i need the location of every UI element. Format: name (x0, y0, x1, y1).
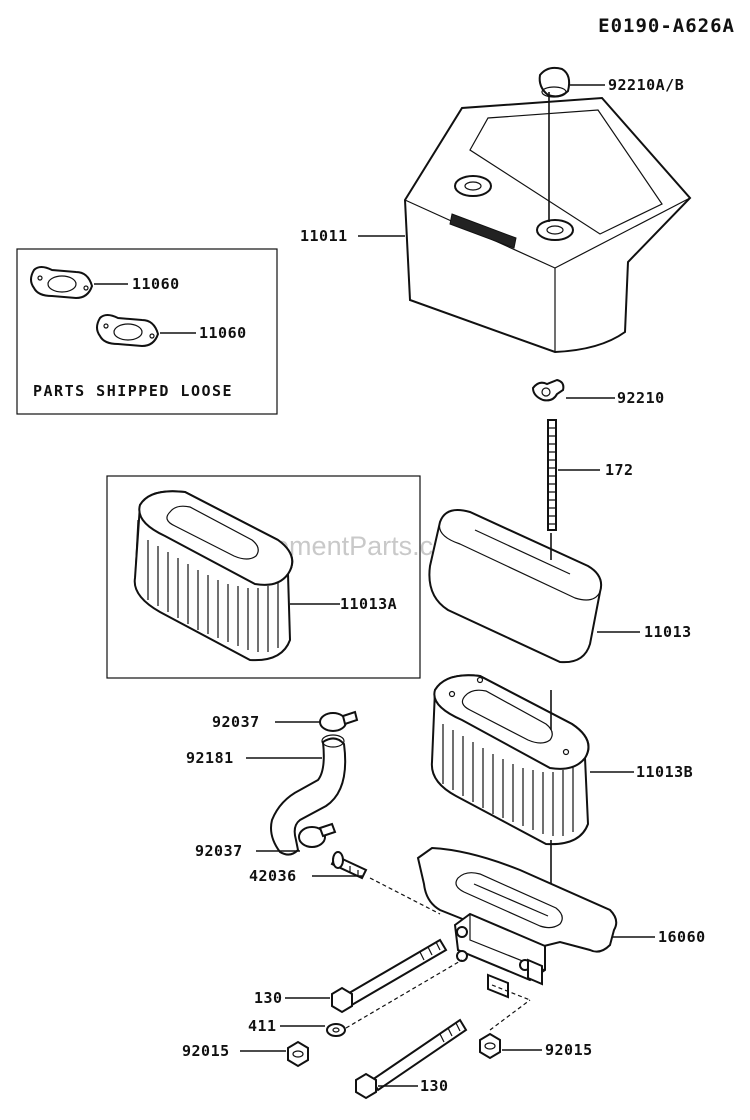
clamp-bottom-part (298, 822, 337, 848)
label-bolt-upper: 130 (254, 989, 283, 1007)
loose-parts-box (16, 248, 278, 415)
label-base: 16060 (658, 928, 706, 946)
bolt-lower-part (355, 1018, 468, 1100)
label-cover: 11011 (300, 227, 348, 245)
wing-nut-part (531, 378, 565, 402)
nut-right-part (479, 1032, 501, 1060)
washer-centerline (345, 959, 463, 1029)
alt-element-part (133, 490, 294, 662)
nut-left-part (287, 1040, 309, 1068)
label-fitting: 42036 (249, 867, 297, 885)
label-clamp-bottom: 92037 (195, 842, 243, 860)
label-washer: 411 (248, 1017, 277, 1035)
label-alt-element: 11013A (340, 595, 397, 613)
fitting-centerline (369, 877, 441, 915)
pre-cleaner-part (428, 509, 603, 664)
label-gasket-a: 11060 (132, 275, 180, 293)
gasket-b-part (96, 314, 160, 348)
clamp-top-part (319, 710, 359, 732)
washer-part (326, 1023, 346, 1037)
loose-parts-note: PARTS SHIPPED LOOSE (33, 382, 233, 400)
nut-right-centerline (489, 999, 531, 1031)
diagram-code: E0190-A626A (598, 15, 735, 37)
label-cap-knob: 92210A/B (608, 76, 684, 94)
label-bolt-lower: 130 (420, 1077, 449, 1095)
gasket-a-part (30, 266, 94, 300)
label-nut-right: 92015 (545, 1041, 593, 1059)
label-pre-cleaner: 11013 (644, 623, 692, 641)
bolt-upper-part (331, 938, 448, 1014)
cap-knob-part (538, 66, 571, 98)
breather-hose-part (270, 734, 347, 856)
label-element: 11013B (636, 763, 693, 781)
air-filter-element-part (430, 674, 590, 846)
stud-part (547, 419, 557, 531)
label-wing-nut: 92210 (617, 389, 665, 407)
fitting-part (330, 851, 368, 880)
air-cleaner-base-part (416, 846, 618, 999)
alt-element-box (106, 475, 421, 679)
label-breather-hose: 92181 (186, 749, 234, 767)
label-clamp-top: 92037 (212, 713, 260, 731)
label-gasket-b: 11060 (199, 324, 247, 342)
label-nut-left: 92015 (182, 1042, 230, 1060)
air-cleaner-cover-part (403, 92, 692, 354)
label-stud: 172 (605, 461, 634, 479)
